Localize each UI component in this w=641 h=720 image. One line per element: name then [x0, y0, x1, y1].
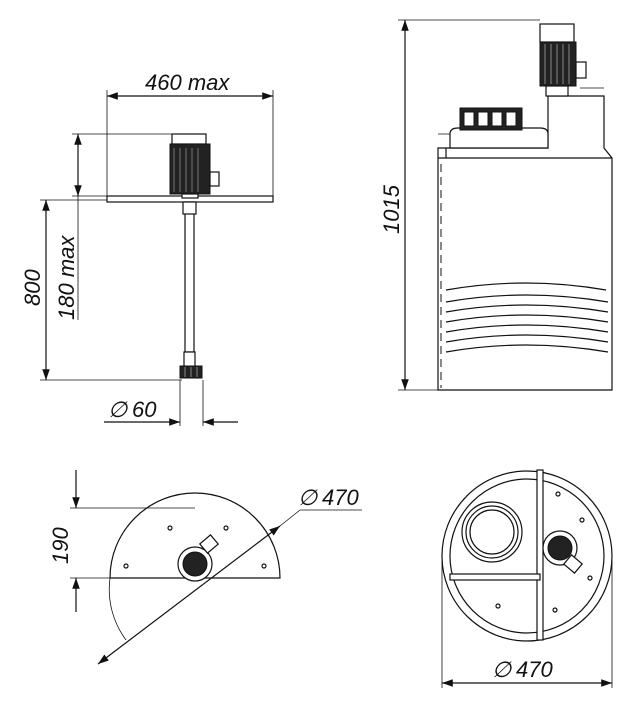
tank-side-view: 1015 [379, 19, 613, 391]
diameter-symbol-tank: ∅ [492, 657, 512, 682]
dim-half-depth: 190 [48, 527, 73, 564]
tank-plan-mixer [542, 530, 584, 574]
tank-plan-outline [441, 470, 613, 642]
dim-tank-diameter: 470 [516, 657, 553, 682]
diameter-symbol-half: ∅ [298, 485, 318, 510]
tank-plan-view: ∅ 470 [441, 469, 613, 688]
half-plan-view: 190 ∅ 470 [48, 470, 362, 665]
dim-shaft-diameter: 60 [132, 397, 157, 422]
dim-mixer-range: 180 max [54, 235, 79, 320]
mixer-motor [169, 133, 220, 199]
dim-mixer-height: 800 [20, 269, 45, 306]
tank-ribs [445, 282, 609, 353]
dim-tank-height: 1015 [379, 184, 404, 234]
tank-lid [459, 107, 523, 131]
diameter-symbol-shaft: ∅ [108, 397, 128, 422]
tank-mixer-motor [539, 23, 604, 97]
mixer-shaft [184, 201, 195, 353]
dim-half-diameter: 470 [322, 485, 359, 510]
tank-fill-port [461, 501, 523, 563]
mixer-side-view: 460 max 180 max 800 ∅ 60 [20, 70, 274, 426]
dim-mixer-width: 460 max [145, 70, 230, 95]
mixer-impeller [179, 351, 203, 379]
